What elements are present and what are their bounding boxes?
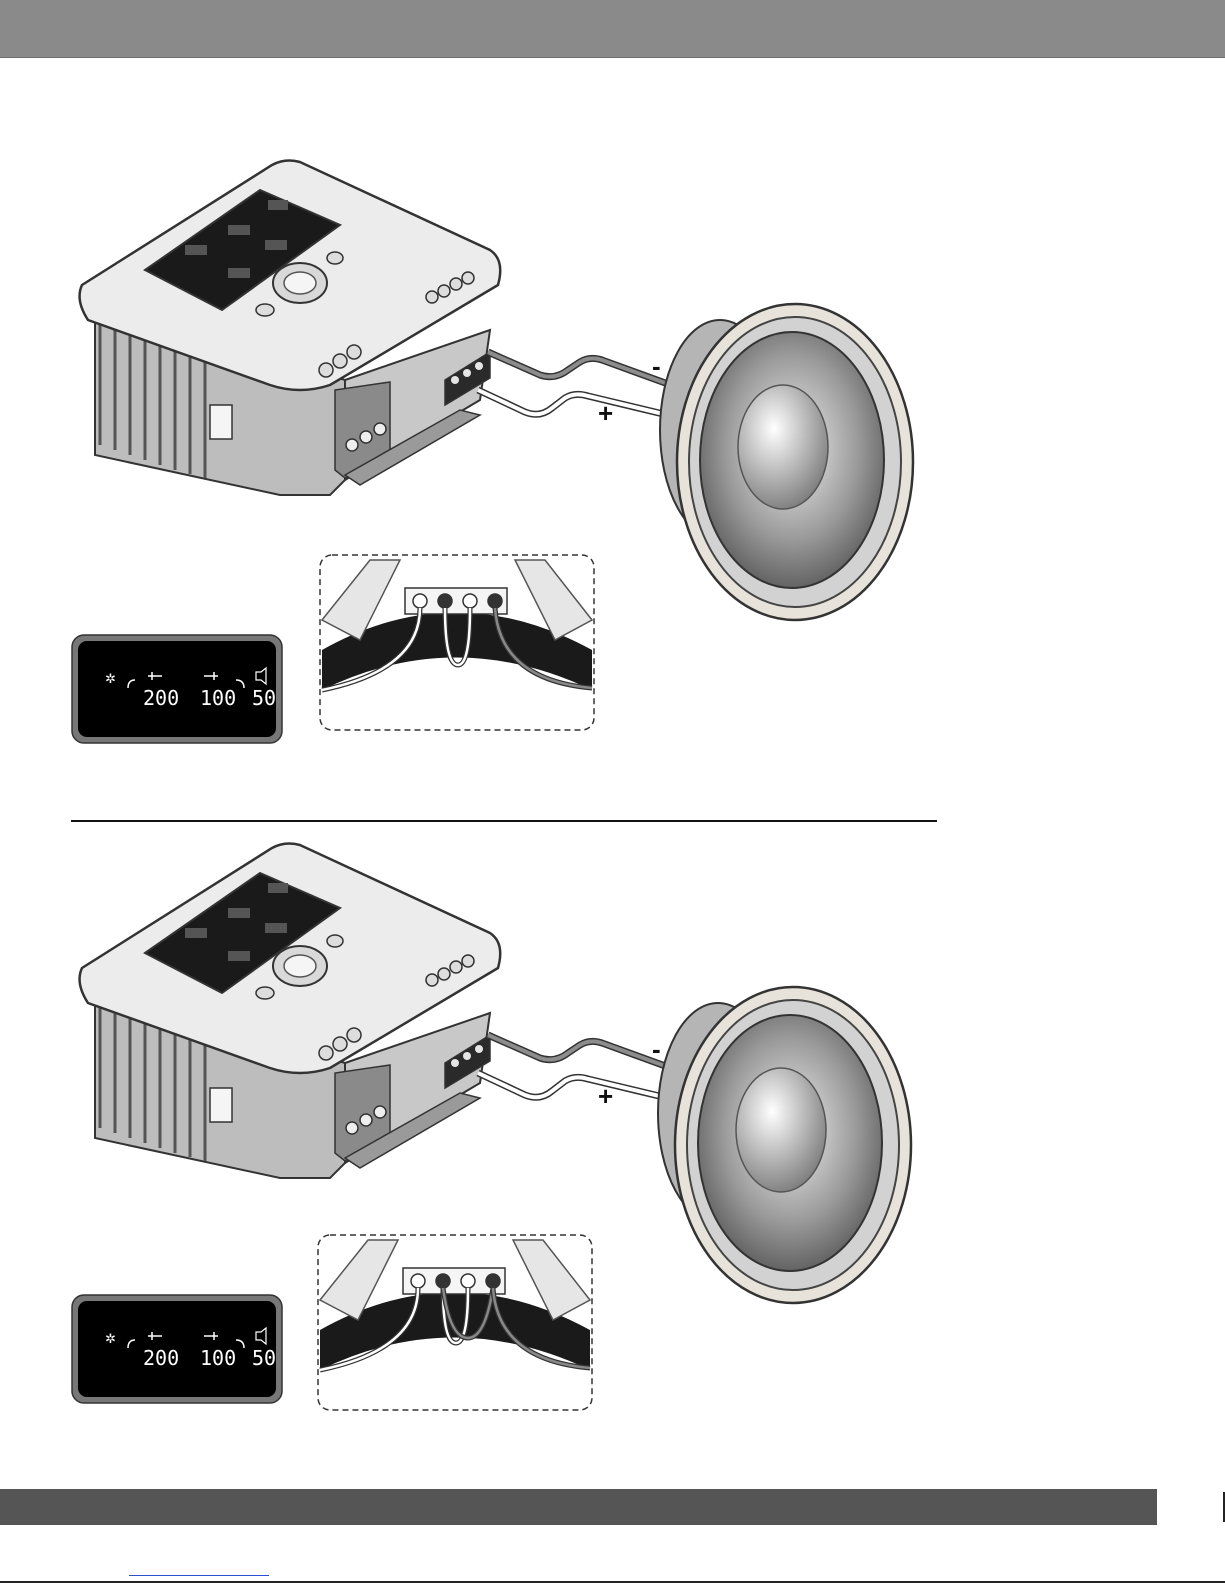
plus-label: + xyxy=(598,398,613,428)
amp-display: ✲ 200 100 50 xyxy=(72,1295,282,1403)
plus-label: + xyxy=(598,1081,613,1111)
footer-link-underline[interactable] xyxy=(129,1575,269,1576)
sun-icon: ✲ xyxy=(105,1331,116,1346)
amplifier-icon xyxy=(80,844,501,1178)
display-value-1: 200 xyxy=(143,1346,179,1370)
wiring-illustration-1: - + xyxy=(0,0,1225,760)
amplifier-icon xyxy=(80,161,501,495)
wiring-illustration-2: - + xyxy=(0,683,1225,1443)
footer-rule xyxy=(0,1581,1225,1583)
subwoofer-icon xyxy=(660,304,913,620)
minus-label: - xyxy=(652,1034,661,1064)
footer-bar xyxy=(0,1489,1157,1525)
terminal-inset xyxy=(318,1235,592,1410)
wiring-panel-1: - + xyxy=(0,0,1225,760)
subwoofer-icon xyxy=(658,987,911,1303)
display-value-3: 50 xyxy=(252,1346,276,1370)
wiring-panel-2: - + xyxy=(0,683,1225,1443)
minus-label: - xyxy=(652,351,661,381)
display-value-2: 100 xyxy=(200,1346,236,1370)
